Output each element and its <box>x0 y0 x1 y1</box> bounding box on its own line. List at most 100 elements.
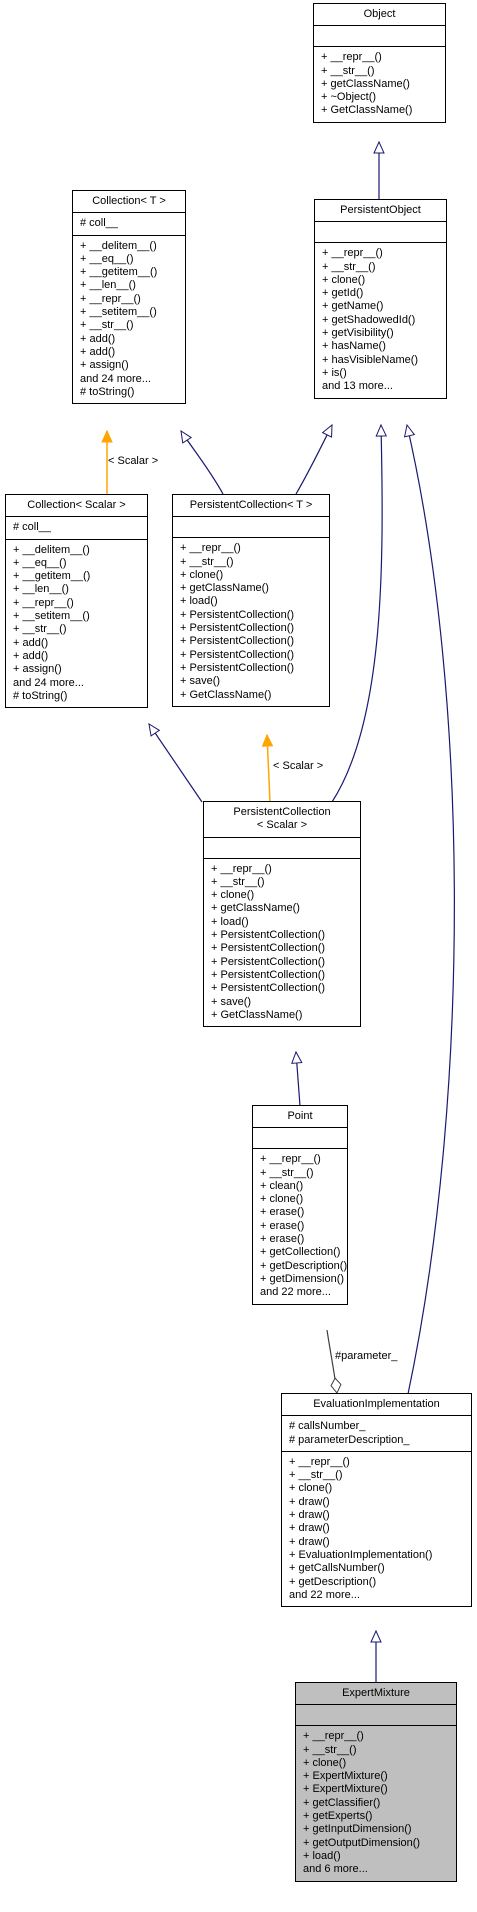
method-item: + load() <box>211 915 249 928</box>
method-item: + save() <box>211 995 252 1008</box>
method-item: + clone() <box>303 1756 347 1769</box>
class-title: EvaluationImplementation <box>282 1394 471 1415</box>
method-item: + __str__() <box>180 555 234 568</box>
class-name-line: PersistentCollection <box>233 806 331 818</box>
method-item: + __repr__() <box>180 542 241 555</box>
class-name-line: PersistentCollection< T > <box>189 499 313 511</box>
method-item: + EvaluationImplementation() <box>289 1548 433 1561</box>
edge-label-scalar-collection: < Scalar > <box>108 455 159 467</box>
class-attributes <box>204 836 360 858</box>
class-persistent-collection-t[interactable]: PersistentCollection< T > + __repr__()+ _… <box>172 494 330 707</box>
method-item: + draw() <box>289 1495 330 1508</box>
class-expert-mixture[interactable]: ExpertMixture + __repr__()+ __str__()+ cl… <box>295 1682 457 1882</box>
method-item: + GetClassName() <box>180 688 272 701</box>
class-name-line: Collection< Scalar > <box>27 499 126 511</box>
method-item: + getId() <box>322 287 364 300</box>
method-item: + erase() <box>260 1219 305 1232</box>
edge-pcollectiont-persistentobject <box>295 423 333 495</box>
method-item: + getClassName() <box>211 902 300 915</box>
edge-pcollectionscalar-pcollectiont <box>261 733 274 803</box>
method-item: + getInputDimension() <box>303 1823 412 1836</box>
class-title: PersistentObject <box>315 200 446 221</box>
method-item: + getClassName() <box>180 582 269 595</box>
method-item: + add() <box>13 636 49 649</box>
method-item: + __str__() <box>80 319 134 332</box>
method-item: + add() <box>13 649 49 662</box>
attribute-item: # callsNumber_ <box>289 1420 366 1433</box>
class-methods: + __delitem__()+ __eq__()+ __getitem__()… <box>73 234 185 404</box>
method-item: + __getitem__() <box>80 266 158 279</box>
method-item: + clone() <box>289 1482 333 1495</box>
class-attributes <box>315 221 446 242</box>
method-item: + getCallsNumber() <box>289 1562 385 1575</box>
class-attributes <box>253 1127 347 1148</box>
method-item: + PersistentCollection() <box>180 661 295 674</box>
class-persistent-object[interactable]: PersistentObject + __repr__()+ __str__()+… <box>314 199 447 399</box>
class-collection-scalar[interactable]: Collection< Scalar ># coll__+ __delitem_… <box>5 494 148 709</box>
method-item: + PersistentCollection() <box>211 968 326 981</box>
method-item: # toString() <box>13 689 68 702</box>
method-item: and 6 more... <box>303 1863 368 1876</box>
method-item: + draw() <box>289 1509 330 1522</box>
method-item: + getCollection() <box>260 1246 341 1259</box>
method-item: + __repr__() <box>289 1455 350 1468</box>
method-item: + __len__() <box>80 279 136 292</box>
method-item: and 22 more... <box>260 1286 331 1299</box>
class-methods: + __repr__()+ __str__()+ clone()+ Expert… <box>296 1725 456 1880</box>
attribute-item: # coll__ <box>80 217 118 230</box>
method-item: + __str__() <box>303 1743 357 1756</box>
edge-pcollectionscalar-collectionscalar <box>148 723 203 803</box>
method-item: + getDescription() <box>260 1259 348 1272</box>
method-item: + add() <box>80 332 116 345</box>
method-item: + __getitem__() <box>13 570 91 583</box>
method-item: + PersistentCollection() <box>180 622 295 635</box>
method-item: + load() <box>303 1849 341 1862</box>
edge-evaluation-persistentobject <box>403 423 455 1395</box>
method-item: + GetClassName() <box>321 104 413 117</box>
class-collection-t[interactable]: Collection< T ># coll__+ __delitem__()+ … <box>72 190 186 405</box>
class-evaluation-implementation[interactable]: EvaluationImplementation # callsNumber_# … <box>281 1393 472 1608</box>
method-item: + clone() <box>211 889 255 902</box>
edge-label-parameter: #parameter_ <box>335 1350 398 1362</box>
method-item: + __repr__() <box>260 1153 321 1166</box>
class-object[interactable]: Object+ __repr__()+ __str__()+ getClassN… <box>313 3 446 123</box>
method-item: + ExpertMixture() <box>303 1783 388 1796</box>
attribute-item: # parameterDescription_ <box>289 1433 410 1446</box>
method-item: + PersistentCollection() <box>180 608 295 621</box>
method-item: + getClassifier() <box>303 1796 381 1809</box>
method-item: + PersistentCollection() <box>211 929 326 942</box>
class-methods: + __repr__()+ __str__()+ clone()+ getCla… <box>204 857 360 1027</box>
method-item: + getDescription() <box>289 1575 377 1588</box>
method-item: + __delitem__() <box>80 239 157 252</box>
class-methods: + __repr__()+ __str__()+ clone()+ draw()… <box>282 1450 471 1606</box>
method-item: + clone() <box>180 568 224 581</box>
method-item: + __str__() <box>289 1469 343 1482</box>
method-item: + PersistentCollection() <box>180 648 295 661</box>
class-name-line: Object <box>363 8 396 20</box>
method-item: and 22 more... <box>289 1588 360 1601</box>
method-item: + __len__() <box>13 583 69 596</box>
method-item: + is() <box>322 366 347 379</box>
class-attributes <box>314 25 445 46</box>
method-item: and 24 more... <box>80 372 151 385</box>
class-name-line: EvaluationImplementation <box>313 1398 440 1410</box>
method-item: + getClassName() <box>321 77 410 90</box>
class-methods: + __delitem__()+ __eq__()+ __getitem__()… <box>6 538 147 708</box>
class-title: Object <box>314 4 445 25</box>
class-methods: + __repr__()+ __str__()+ clone()+ getId(… <box>315 242 446 397</box>
class-title: Point <box>253 1106 347 1127</box>
method-item: + clean() <box>260 1179 304 1192</box>
method-item: + PersistentCollection() <box>211 942 326 955</box>
method-item: + GetClassName() <box>211 1008 303 1021</box>
class-point[interactable]: Point+ __repr__()+ __str__()+ clean()+ c… <box>252 1105 348 1305</box>
method-item: + getShadowedId() <box>322 313 416 326</box>
class-name-line: < Scalar > <box>256 819 308 832</box>
method-item: + __str__() <box>260 1166 314 1179</box>
class-attributes: # coll__ <box>73 212 185 234</box>
class-name-line: Point <box>287 1110 313 1122</box>
class-title: Collection< Scalar > <box>6 495 147 516</box>
class-persistent-collection-scalar[interactable]: PersistentCollection< Scalar > + __repr__… <box>203 801 361 1028</box>
method-item: + getDimension() <box>260 1272 345 1285</box>
edge-point-pcollectionscalar <box>291 1050 303 1107</box>
class-title: ExpertMixture <box>296 1683 456 1704</box>
